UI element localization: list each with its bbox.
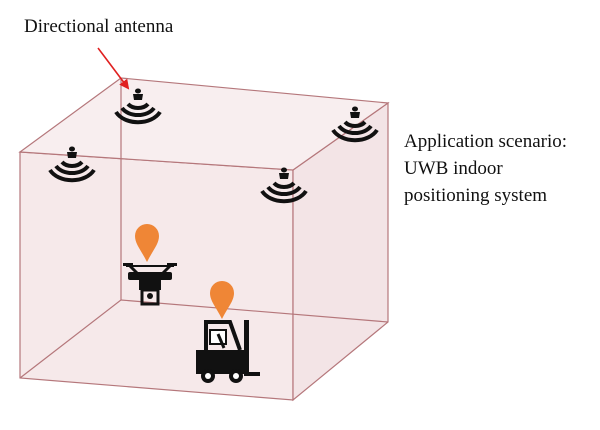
forklift-icon	[196, 320, 260, 383]
location-pin-icon	[210, 281, 234, 319]
scenario-line: Application scenario:	[404, 131, 568, 152]
drone-icon	[123, 263, 177, 306]
room-back-floor-edge	[120, 299, 389, 323]
scenario-line: UWB indoor	[404, 158, 503, 179]
room-top-face	[18, 77, 390, 171]
antenna-label: Directional antenna	[24, 16, 174, 37]
scenario-caption: Application scenario: UWB indoor positio…	[404, 128, 567, 209]
scenario-line: positioning system	[404, 185, 548, 206]
annotation-arrow	[97, 47, 130, 90]
location-pin-icon	[135, 224, 159, 262]
